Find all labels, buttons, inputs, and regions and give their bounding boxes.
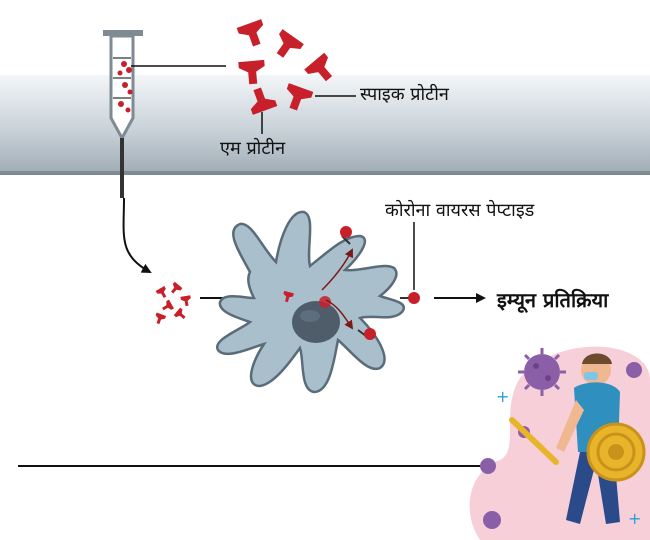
svg-text:+: + bbox=[496, 387, 509, 406]
test-tube-icon bbox=[103, 30, 143, 198]
internal-arrow-2 bbox=[325, 299, 354, 330]
m-protein-label: एम प्रोटीन bbox=[220, 138, 286, 159]
svg-text:+: + bbox=[628, 509, 641, 528]
dendritic-cell-icon bbox=[215, 210, 405, 394]
surface-peptide-icon bbox=[340, 226, 420, 340]
background-band bbox=[0, 75, 650, 175]
internal-arrow-1 bbox=[321, 248, 353, 291]
virus-icon bbox=[518, 348, 566, 396]
spike-protein-label: स्पाइक प्रोटीन bbox=[360, 84, 449, 105]
corona-peptide-label: कोरोना वायरस पेप्टाइड bbox=[385, 200, 535, 221]
person-with-shield-icon: + + bbox=[469, 346, 650, 540]
injection-arrow bbox=[122, 197, 152, 273]
protein-fragments-icon bbox=[153, 281, 192, 326]
immune-response-label: इम्यून प्रतिक्रिया bbox=[497, 288, 609, 312]
spike-protein-icon bbox=[236, 19, 339, 115]
